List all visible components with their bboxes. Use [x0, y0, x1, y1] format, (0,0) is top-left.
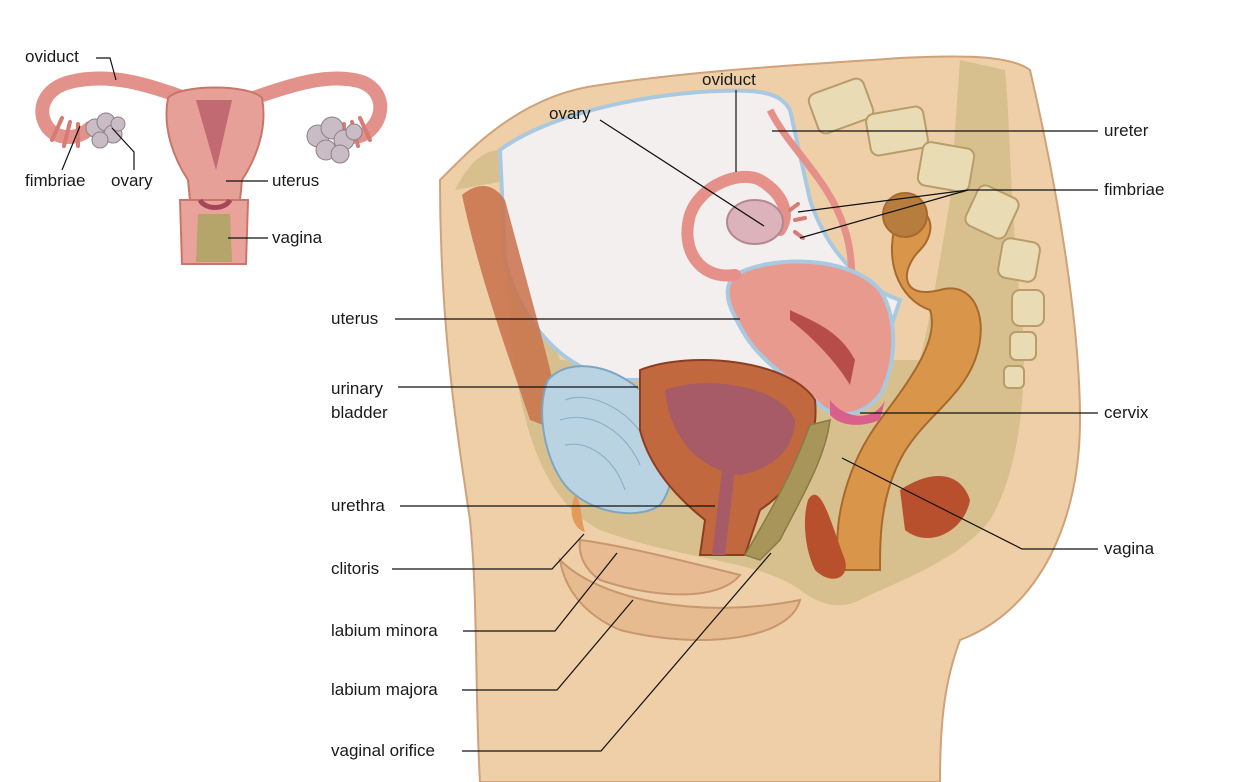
cervix-tissue	[830, 400, 885, 425]
inset-vaginal-rugae	[196, 214, 232, 262]
uterus-body	[725, 259, 896, 417]
label-vagina: vagina	[1104, 539, 1155, 558]
clitoris-shape	[571, 495, 585, 532]
inset-label-vagina: vagina	[272, 228, 323, 247]
label-fimbriae: fimbriae	[1104, 180, 1165, 199]
vertebral-column	[807, 77, 1045, 389]
inset-leader-lines	[61, 57, 268, 239]
main-leader-lines	[392, 90, 1098, 752]
inset-label-fimbriae: fimbriae	[25, 171, 86, 190]
vagina-canal	[743, 419, 831, 561]
anal-sphincter	[900, 476, 970, 539]
inset-uterine-cavity	[196, 100, 232, 170]
labium-majora-shape	[558, 557, 802, 641]
bladder-lumen	[665, 383, 795, 475]
inset-cervix	[197, 198, 233, 210]
inset-frontal-view	[35, 57, 388, 265]
label-clitoris: clitoris	[331, 559, 380, 578]
label-uterus: uterus	[331, 309, 379, 328]
ovary-main	[726, 199, 784, 245]
uterine-cavity	[790, 310, 855, 385]
label-cervix: cervix	[1104, 403, 1149, 422]
label-urinary-bladder: urinary bladder	[331, 379, 388, 422]
abdominal-muscle	[462, 185, 557, 430]
inset-left-ovary	[85, 112, 126, 149]
label-oviduct: oviduct	[702, 70, 756, 89]
sagittal-section	[438, 55, 1082, 782]
label-vaginal-orifice: vaginal orifice	[331, 741, 435, 760]
perineal-muscle	[804, 494, 846, 579]
urethra-channel	[712, 470, 735, 555]
label-ovary: ovary	[549, 104, 591, 123]
inset-right-ovary	[306, 116, 363, 164]
inset-left-fimbriae	[50, 116, 80, 148]
colon-cross-section	[882, 192, 928, 238]
inset-label-uterus: uterus	[272, 171, 320, 190]
inset-label-oviduct: oviduct	[25, 47, 79, 66]
label-labium-majora: labium majora	[331, 680, 438, 699]
inset-left-oviduct	[35, 71, 197, 144]
rectum-colon	[836, 207, 982, 571]
inset-label-ovary: ovary	[111, 171, 153, 190]
label-labium-minora: labium minora	[331, 621, 438, 640]
labium-minora-shape	[578, 538, 742, 596]
oviduct-main	[681, 170, 791, 282]
label-ureter: ureter	[1104, 121, 1149, 140]
label-urethra: urethra	[331, 496, 385, 515]
